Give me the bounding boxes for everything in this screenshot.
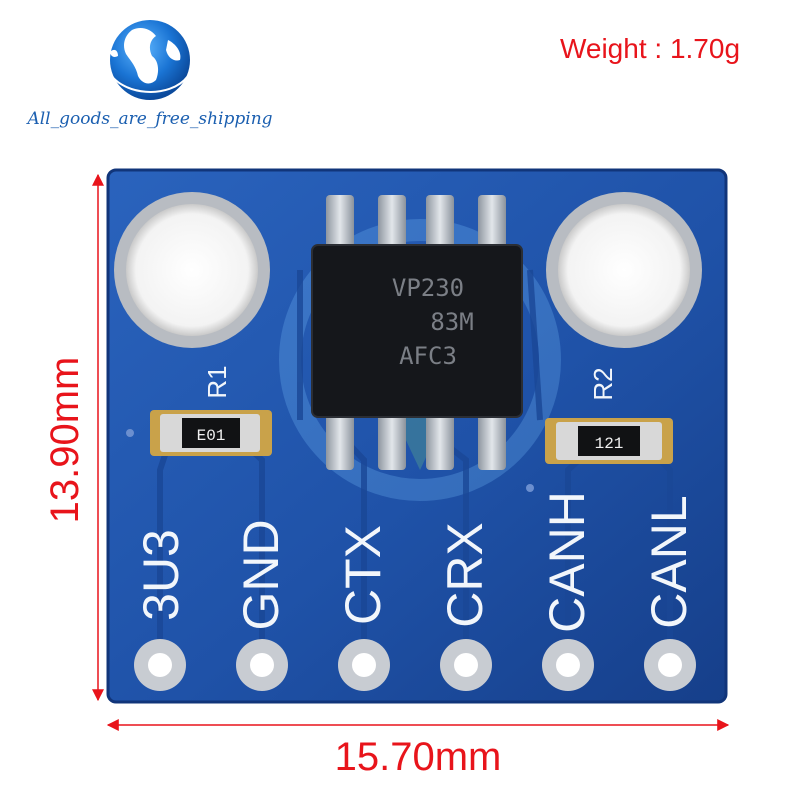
width-dimension: 15.70mm (106, 719, 730, 779)
pin-pad-canl (644, 639, 696, 691)
pin-label-crx: CRX (437, 522, 493, 628)
pin-pad-gnd (236, 639, 288, 691)
pin-label-gnd: GND (233, 519, 289, 630)
chip-body (312, 245, 522, 417)
mounting-hole-left (114, 192, 270, 348)
r1-designator: R1 (202, 365, 232, 398)
pin-pad-canh (542, 639, 594, 691)
weight-label: Weight : 1.70g (560, 33, 740, 64)
pin-labels: 3U3 GND CTX CRX CANH CANL (133, 491, 697, 633)
pin-label-canh: CANH (539, 491, 595, 633)
r1-code: E01 (197, 427, 226, 445)
chip-marking-line1: VP230 (392, 274, 464, 302)
brand-tagline: All_goods_are_free_shipping (25, 109, 272, 129)
brand-logo: All_goods_are_free_shipping (25, 20, 273, 129)
pin-pad-crx (440, 639, 492, 691)
pin-label-canl: CANL (641, 495, 697, 628)
height-label: 13.90mm (43, 357, 87, 524)
resistor-r2: R2 121 (545, 367, 673, 464)
r2-code: 121 (595, 435, 624, 453)
pin-label-ctx: CTX (335, 525, 391, 625)
height-dimension: 13.90mm (43, 173, 104, 702)
resistor-r1: R1 E01 (150, 365, 272, 456)
pin-pad-3v3 (134, 639, 186, 691)
can-transceiver-board: VP230 83M AFC3 R1 E01 R2 121 3U3 (106, 168, 728, 704)
pin-label-3v3: 3U3 (133, 529, 189, 621)
chip-marking-line2: 83M (430, 308, 473, 336)
header-pads (134, 639, 696, 691)
globe-logo-icon (107, 20, 190, 100)
pin-pad-ctx (338, 639, 390, 691)
chip-marking-line3: AFC3 (399, 342, 457, 370)
vias (126, 429, 534, 492)
transceiver-chip: VP230 83M AFC3 (311, 195, 523, 470)
r2-designator: R2 (588, 367, 618, 400)
width-label: 15.70mm (335, 735, 502, 779)
mounting-hole-right (546, 192, 702, 348)
